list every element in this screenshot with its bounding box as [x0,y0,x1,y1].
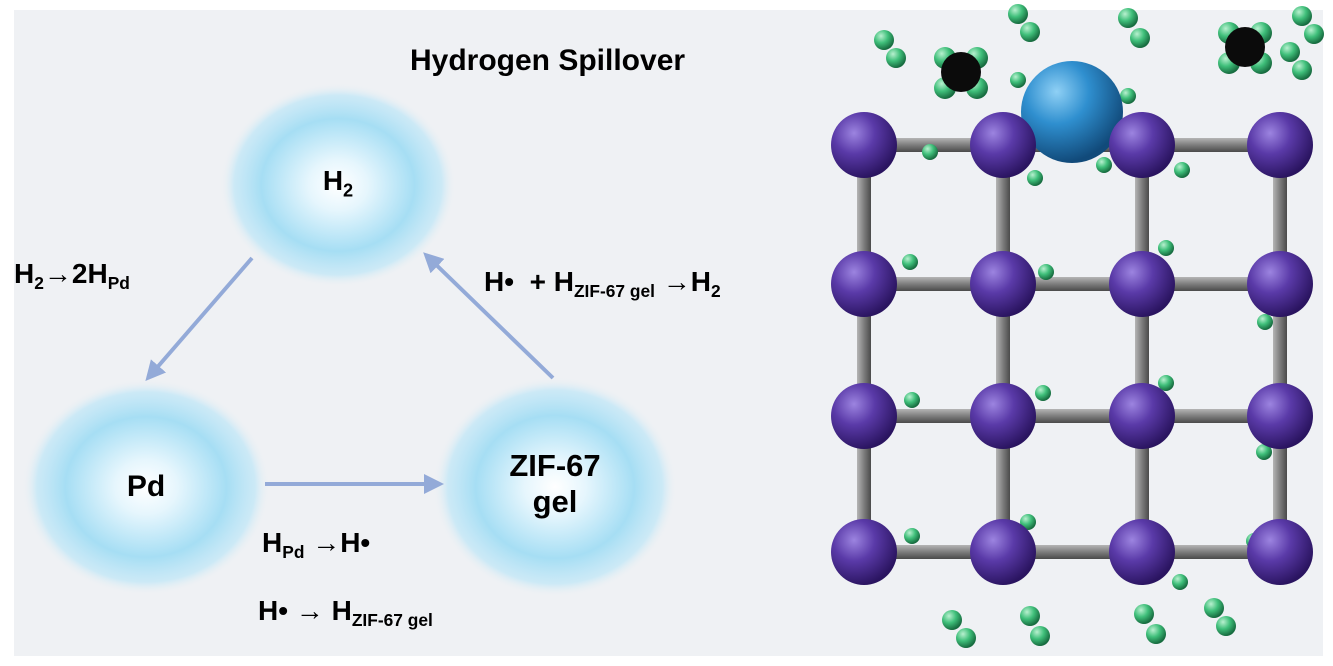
lattice-atom [1247,251,1313,317]
h2-molecule [1292,6,1324,44]
lattice-bond-vertical [996,145,1010,552]
node-zif-line2: gel [532,483,578,519]
h2-molecule-atom [1304,24,1324,44]
lattice-atom [970,383,1036,449]
h2-molecule-atom [956,628,976,648]
h2-molecule [1280,42,1312,80]
hydrogen-atom [1096,157,1112,173]
hydrogen-atom [1010,72,1026,88]
h2-molecule-atom [1280,42,1300,62]
reaction-transfer-zif: H• → HZIF-67 gel [258,595,433,631]
zif-lattice-illustration [831,4,1324,648]
h2-molecule-atom [1030,626,1050,646]
hydrogen-atom [1035,385,1051,401]
hydrogen-atom [904,528,920,544]
node-h2-sub: 2 [343,180,354,201]
lattice-atom [831,383,897,449]
hydrogen-atom [1158,375,1174,391]
lattice-atom [1247,519,1313,585]
h2-molecule-atom [1020,22,1040,42]
h2-molecule-atom [1204,598,1224,618]
hydrogen-atom [1257,314,1273,330]
lattice-atom [1109,383,1175,449]
lattice-bond-vertical [1273,145,1287,552]
lattice-atom [1109,251,1175,317]
lattice-atom [970,112,1036,178]
lattice-bond-vertical [857,145,871,552]
hydrogen-atom [1020,514,1036,530]
hydrogen-atom [1172,574,1188,590]
lattice-bond-horizontal [864,409,1280,423]
h2-molecule-atom [942,610,962,630]
hydrogen-atom [902,254,918,270]
adsorbate-molecule [1218,22,1272,74]
lattice-atom [1109,519,1175,585]
lattice-atom [1247,383,1313,449]
h2-molecule [1134,604,1166,644]
node-pd-glow [22,379,270,595]
node-zif-line1: ZIF-67 [509,448,601,483]
h2-molecule-atom [1292,60,1312,80]
h2-molecule [874,30,906,68]
h2-molecule-atom [1134,604,1154,624]
reaction-recombination: H• + HZIF-67 gel →H2 [484,266,721,302]
h2-molecule-atom [1008,4,1028,24]
h2-molecule-atom [1020,606,1040,626]
lattice-atom [1247,112,1313,178]
node-h2-glow [220,83,456,287]
node-h2-label: H2 [298,165,378,201]
h2-molecule-atom [886,48,906,68]
adsorbate-carbon [1225,27,1265,67]
pd-nanoparticle [1021,61,1123,163]
lattice-atom [831,519,897,585]
arrow-zif-to-h2 [423,252,555,380]
h2-molecule-atom [1146,624,1166,644]
h2-molecule-atom [1216,616,1236,636]
h2-molecule [1118,8,1150,48]
diagram-title: Hydrogen Spillover [410,44,686,77]
lattice-atom [831,251,897,317]
h2-molecule [942,610,976,648]
lattice-bond-horizontal [864,545,1280,559]
lattice-atom [970,519,1036,585]
hydrogen-atom [1174,162,1190,178]
adsorbate-carbon [941,52,981,92]
h2-molecule-atom [874,30,894,50]
reaction-transfer-pd: HPd →H• [262,527,371,563]
hydrogen-atom [1158,240,1174,256]
h2-molecule [1204,598,1236,636]
hydrogen-atom [1256,444,1272,460]
hydrogen-atom [1038,264,1054,280]
h2-molecule [1020,606,1050,646]
reaction-dissociation: H2→2HPd [14,258,130,294]
node-zif-label: ZIF-67 gel [480,448,630,519]
h2-molecule-atom [1130,28,1150,48]
hydrogen-atom [922,144,938,160]
lattice-atom [1109,112,1175,178]
lattice-atom [970,251,1036,317]
h2-molecule [1008,4,1040,42]
adsorbate-molecule [934,47,988,99]
hydrogen-atom [904,392,920,408]
hydrogen-atom [1120,88,1136,104]
hydrogen-atom [1027,170,1043,186]
node-zif-glow [433,377,677,597]
lattice-bond-horizontal [864,277,1280,291]
lattice-bond-vertical [1135,145,1149,552]
lattice-atom [831,112,897,178]
arrow-h2-to-pd [145,256,254,382]
h2-molecule-atom [1118,8,1138,28]
node-h2-main: H [322,165,344,196]
h2-molecule-atom [1292,6,1312,26]
node-pd-label: Pd [126,470,166,503]
